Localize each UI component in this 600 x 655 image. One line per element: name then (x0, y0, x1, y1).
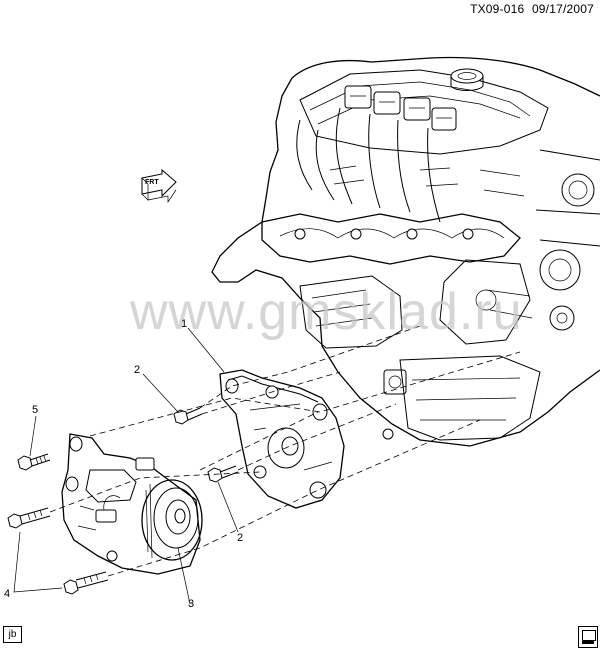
callout-3: 3 (188, 598, 195, 610)
engine-assembly (211, 56, 600, 447)
book-icon (578, 626, 598, 648)
callout-1: 1 (181, 318, 188, 330)
callout-2-lower: 2 (237, 532, 244, 544)
forward-arrow-icon (141, 168, 177, 204)
forward-label: FRT (145, 179, 159, 186)
callout-5: 5 (32, 404, 39, 416)
bolt-4-upper (7, 507, 51, 529)
bolt-5 (17, 453, 51, 471)
bolt-2-lower (207, 465, 239, 483)
footer-tag-jb: jb (3, 626, 22, 643)
ignition-coils (344, 85, 457, 131)
alignment-lines (49, 325, 521, 577)
bolt-4-lower (63, 571, 109, 595)
drawing-header: TX09-016 09/17/2007 (466, 2, 594, 16)
drawing-code: TX09-016 (470, 2, 525, 16)
callout-4: 4 (4, 588, 11, 600)
ac-compressor (61, 433, 203, 575)
watermark: www.gmsklad.ru (130, 283, 523, 341)
bolt-2-upper (173, 407, 203, 425)
callout-2-upper: 2 (134, 364, 141, 376)
drawing-date: 09/17/2007 (531, 2, 594, 16)
leader-lines (13, 327, 239, 605)
compressor-bracket (219, 369, 345, 509)
